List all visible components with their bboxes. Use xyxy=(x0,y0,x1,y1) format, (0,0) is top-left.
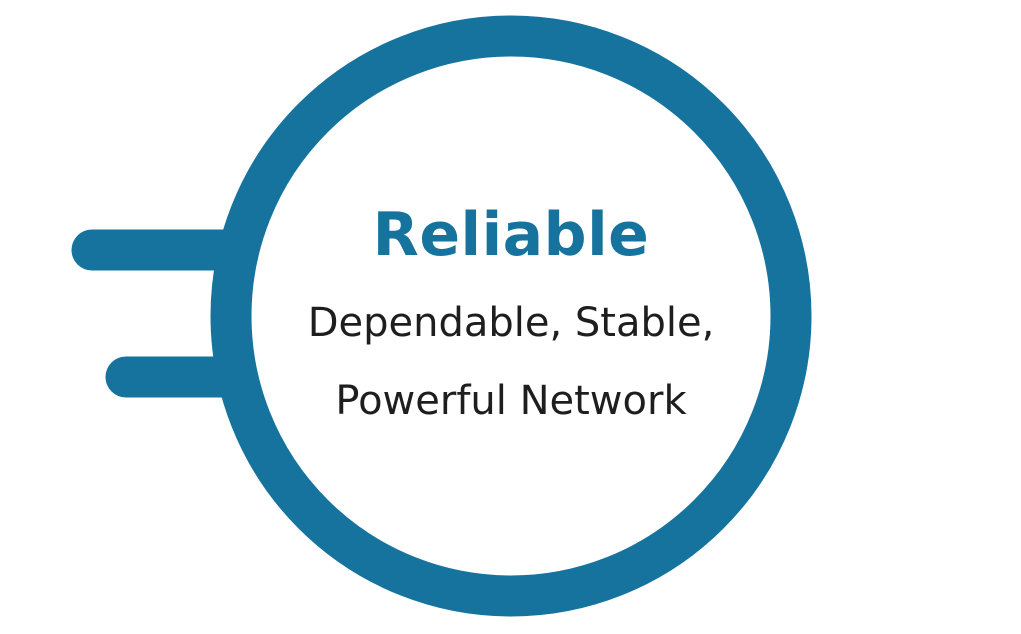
ring xyxy=(210,15,812,617)
description-line-1: Dependable, Stable, xyxy=(307,300,715,346)
description-line-2: Powerful Network xyxy=(335,378,687,424)
title: Reliable xyxy=(372,200,650,270)
